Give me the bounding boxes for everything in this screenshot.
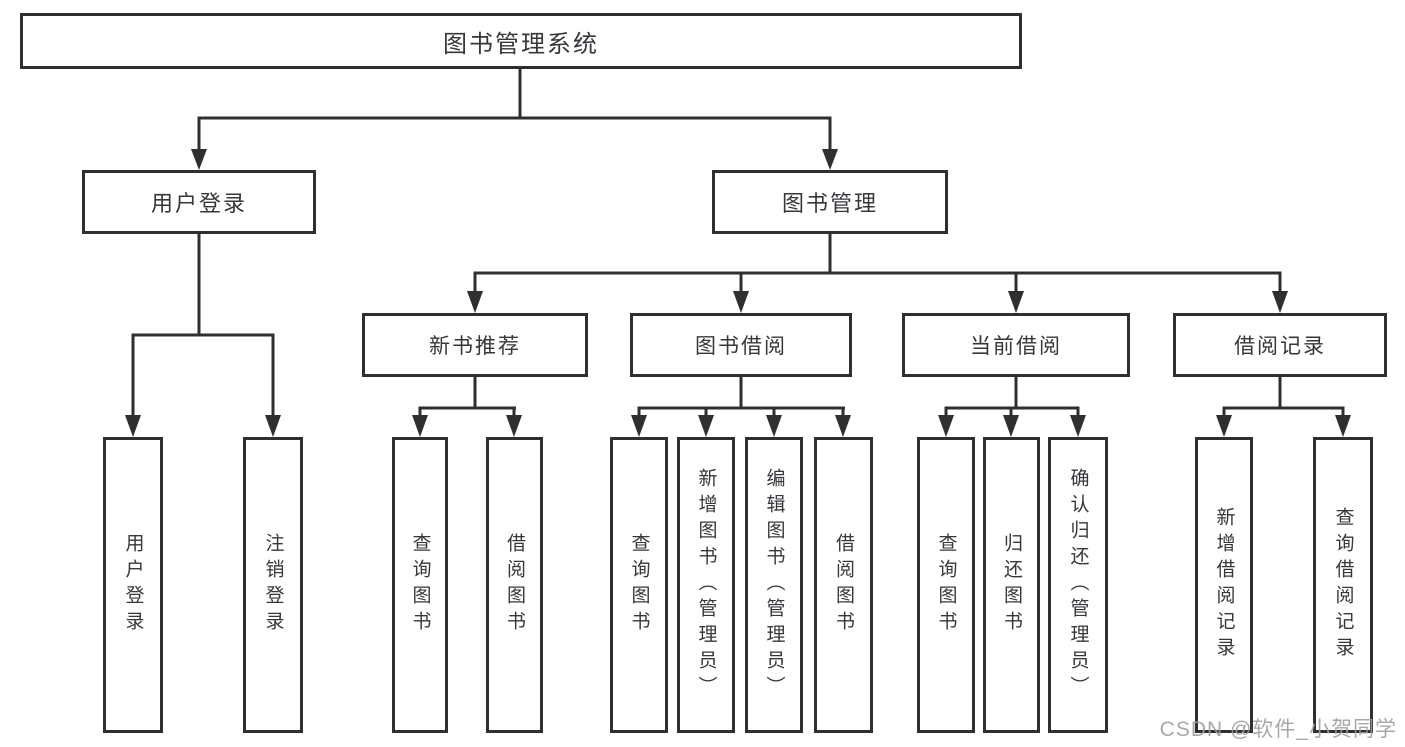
node-label: 查询图书: [409, 533, 431, 637]
node-leaf-return-books: 归还图书: [983, 437, 1040, 733]
node-new-book-recommendation: 新书推荐: [362, 313, 588, 377]
node-label: 借阅记录: [1234, 335, 1326, 358]
node-leaf-add-books-admin: 新增图书（管理员）: [677, 437, 735, 733]
node-leaf-borrow-books: 借阅图书: [814, 437, 873, 733]
node-label: 图书管理: [781, 191, 878, 216]
node-leaf-query-books: 查询图书: [610, 437, 668, 733]
node-label: 查询图书: [628, 533, 650, 637]
node-leaf-borrow-books: 借阅图书: [486, 437, 543, 733]
node-library-management-system: 图书管理系统: [20, 13, 1022, 69]
node-leaf-add-borrow-record: 新增借阅记录: [1195, 437, 1253, 733]
node-label: 新增借阅记录: [1213, 507, 1235, 663]
csdn-watermark: CSDN @软件_小贺同学: [1159, 718, 1397, 741]
node-label: 归还图书: [1001, 533, 1022, 637]
node-leaf-edit-books-admin: 编辑图书（管理员）: [745, 437, 803, 733]
node-borrowing-records: 借阅记录: [1173, 313, 1387, 377]
node-leaf-query-books: 查询图书: [917, 437, 975, 733]
node-label: 用户登录: [150, 191, 247, 216]
node-leaf-logout: 注销登录: [243, 437, 303, 733]
node-leaf-confirm-return-admin: 确认归还（管理员）: [1048, 437, 1108, 733]
node-label: 图书借阅: [695, 335, 787, 358]
node-label: 确认归还（管理员）: [1067, 468, 1089, 702]
node-book-borrowing: 图书借阅: [630, 313, 852, 377]
node-label: 查询图书: [935, 533, 957, 637]
node-label: 新书推荐: [429, 335, 521, 358]
node-label: 注销登录: [262, 533, 284, 637]
node-label: 用户登录: [122, 533, 144, 637]
node-leaf-query-borrow-record: 查询借阅记录: [1313, 437, 1373, 733]
node-label: 编辑图书（管理员）: [763, 468, 785, 702]
node-book-management-module: 图书管理: [712, 170, 948, 234]
node-label: 当前借阅: [970, 335, 1062, 358]
node-label: 借阅图书: [833, 533, 854, 637]
node-label: 借阅图书: [504, 533, 525, 637]
node-label: 新增图书（管理员）: [695, 468, 717, 702]
node-leaf-user-login: 用户登录: [103, 437, 163, 733]
node-label: 查询借阅记录: [1332, 507, 1354, 663]
node-label: 图书管理系统: [443, 30, 599, 58]
node-current-borrowing: 当前借阅: [902, 313, 1130, 377]
node-leaf-query-books: 查询图书: [392, 437, 448, 733]
node-user-login-module: 用户登录: [82, 170, 316, 234]
